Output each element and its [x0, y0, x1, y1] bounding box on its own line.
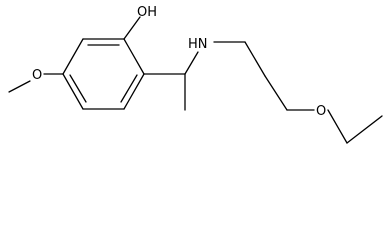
hydroxyl-bond: [123, 16, 141, 40]
ring-bond: [123, 38, 145, 75]
amine-bond: [184, 51, 199, 75]
hydroxyl-label: OH: [137, 5, 157, 20]
methoxy-oxygen-label: O: [32, 68, 42, 83]
ring-bond: [62, 73, 84, 110]
ring-double-bond: [69, 74, 87, 103]
ring-double-bond: [120, 74, 138, 103]
structure-diagram: OH HN O O: [8, 5, 383, 144]
ethyl-bond: [327, 109, 348, 144]
ethyl-bond: [346, 115, 383, 144]
amine-label: HN: [188, 37, 208, 52]
methoxy-methyl-bond: [8, 80, 31, 93]
propyl-bond: [264, 75, 288, 111]
ring-bond: [123, 73, 145, 110]
ring-bond: [62, 38, 84, 75]
ether-oxygen-label: O: [316, 104, 326, 119]
structure-canvas: OH HN O O: [8, 5, 383, 144]
propyl-bond: [244, 41, 266, 77]
